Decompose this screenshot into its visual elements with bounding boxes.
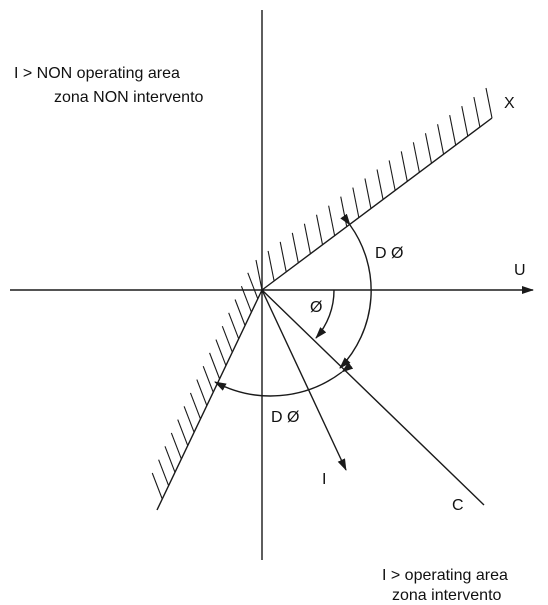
hatch-mark [412, 142, 420, 173]
hatch-mark [164, 446, 176, 473]
hatch-mark [449, 115, 457, 146]
hatch-mark [279, 241, 287, 273]
delta-phi-upper-arc [339, 213, 372, 369]
c-line [261, 289, 485, 506]
hatch-mark [215, 339, 227, 366]
hatch-mark [234, 299, 246, 326]
hatch-mark [221, 325, 233, 353]
i-vector-label: I [322, 471, 326, 488]
delta-phi-lower-label: D Ø [271, 409, 299, 426]
hatch-mark [400, 151, 408, 182]
hatching-lower [151, 272, 259, 500]
hatch-mark [473, 96, 481, 128]
c-line-label: C [452, 497, 464, 514]
hatch-mark [424, 133, 433, 164]
hatch-mark [247, 272, 259, 299]
i-vector [261, 289, 347, 471]
operating-area-label-it: zona intervento [392, 587, 502, 604]
hatch-mark [158, 459, 170, 486]
hatch-mark [315, 214, 324, 245]
non-operating-area-label-it: zona NON intervento [54, 89, 204, 106]
u-axis-label: U [514, 262, 526, 279]
hatch-mark [461, 105, 469, 137]
hatch-mark [352, 187, 360, 218]
hatch-mark [437, 124, 445, 155]
hatch-mark [364, 178, 372, 209]
hatch-mark [196, 379, 208, 406]
hatch-mark [303, 223, 311, 254]
operating-area-label-en: I > operating area [382, 567, 508, 584]
x-axis-label: X [504, 95, 515, 112]
boundary-line-lower [156, 289, 263, 511]
hatch-mark [328, 205, 336, 236]
hatch-mark [209, 352, 221, 380]
hatch-mark [189, 392, 201, 420]
phi-label: Ø [310, 299, 322, 316]
hatch-mark [170, 432, 182, 460]
hatching-upper [255, 87, 493, 291]
hatch-mark [267, 250, 275, 282]
hatch-mark [388, 160, 396, 191]
non-operating-area-label-en: I > NON operating area [14, 65, 180, 82]
hatch-mark [202, 366, 214, 393]
hatch-mark [291, 232, 299, 263]
hatch-mark [228, 312, 240, 340]
hatch-mark [340, 196, 348, 227]
hatch-mark [240, 285, 252, 313]
hatch-mark [485, 87, 493, 119]
hatch-mark [151, 472, 163, 500]
delta-phi-upper-label: D Ø [375, 245, 403, 262]
hatch-mark [177, 419, 189, 446]
delta-phi-lower-arc [214, 362, 354, 397]
boundary-line-upper [261, 117, 493, 291]
hatch-mark [183, 406, 195, 433]
hatch-mark [376, 169, 384, 200]
hatch-mark [255, 259, 263, 291]
phi-arc [315, 289, 335, 339]
